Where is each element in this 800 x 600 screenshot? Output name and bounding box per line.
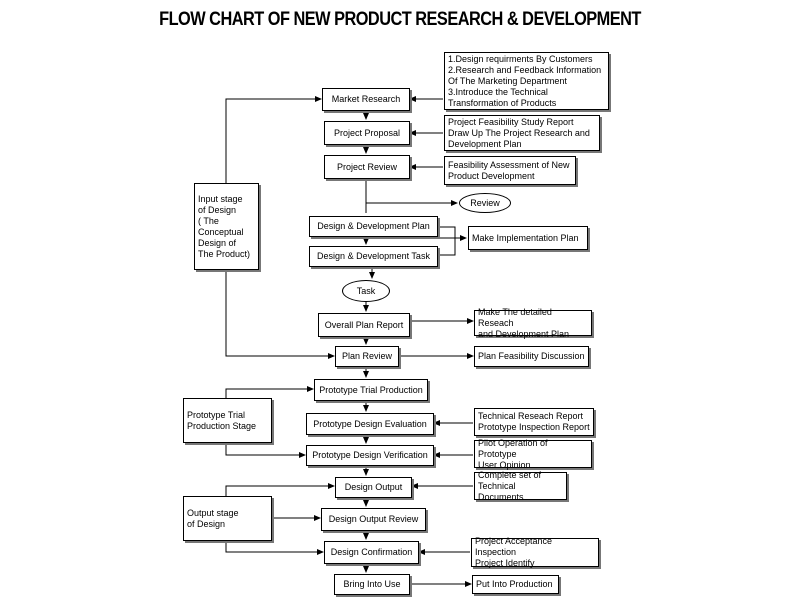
- production-note: Put Into Production: [472, 575, 559, 594]
- bring-into-use-box: Bring Into Use: [334, 574, 410, 595]
- design-output-box: Design Output: [335, 477, 412, 498]
- design-dev-plan-box: Design & Development Plan: [309, 216, 438, 237]
- prototype-bracket-top: [225, 388, 313, 398]
- review-oval: Review: [459, 193, 511, 213]
- plan-task-bracket: [438, 226, 456, 256]
- design-confirmation-box: Design Confirmation: [324, 541, 419, 564]
- plan-review-box: Plan Review: [335, 346, 399, 367]
- implementation-plan-note: Make Implementation Plan: [468, 226, 588, 250]
- prototype-trial-box: Prototype Trial Production: [314, 379, 428, 401]
- customer-requirements-note: 1.Design requirments By Customers 2.Rese…: [444, 52, 609, 110]
- market-research-box: Market Research: [322, 88, 410, 111]
- feasibility-assessment-note: Feasibility Assessment of New Product De…: [444, 156, 576, 185]
- tech-documents-note: Complete set of Technical Documents: [474, 470, 567, 502]
- prototype-verif-box: Prototype Design Verification: [306, 445, 434, 466]
- plan-feasibility-note: Plan Feasibility Discussion: [474, 346, 589, 367]
- project-review-box: Project Review: [324, 155, 410, 179]
- design-dev-task-box: Design & Development Task: [309, 246, 438, 267]
- output-bracket-top: [225, 485, 334, 496]
- output-bracket-bottom: [225, 541, 323, 553]
- pilot-operation-note: Pilot Operation of Prototype User Opinio…: [474, 438, 592, 470]
- design-output-review-box: Design Output Review: [321, 508, 426, 531]
- feasibility-report-note: Project Feasibility Study Report Draw Up…: [444, 115, 600, 151]
- overall-plan-report-box: Overall Plan Report: [318, 313, 410, 337]
- prototype-eval-box: Prototype Design Evaluation: [306, 413, 434, 435]
- tech-report-note: Technical Reseach Report Prototype Inspe…: [474, 408, 594, 436]
- project-proposal-box: Project Proposal: [324, 121, 410, 145]
- page-title: FLOW CHART OF NEW PRODUCT RESEARCH & DEV…: [159, 9, 641, 30]
- acceptance-note: Project Acceptance Inspection Project Id…: [471, 536, 599, 568]
- input-stage-box: Input stage of Design ( The Conceptual D…: [194, 183, 259, 270]
- prototype-stage-box: Prototype Trial Production Stage: [183, 398, 272, 443]
- prototype-bracket-bottom: [225, 443, 305, 456]
- detailed-plan-note: Make The detailed Reseach and Developmen…: [474, 307, 592, 339]
- output-stage-box: Output stage of Design: [183, 496, 272, 541]
- task-oval: Task: [342, 280, 390, 302]
